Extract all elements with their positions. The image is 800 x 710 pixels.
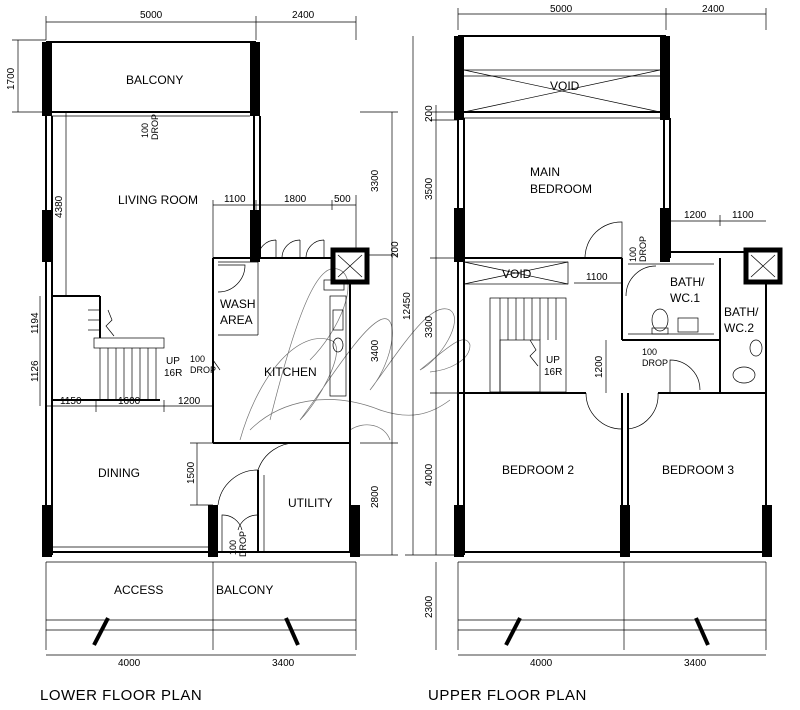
lower-stair-risers: 16R xyxy=(164,368,182,379)
upper-bath-1: BATH/ WC.1 100 DROP xyxy=(621,236,721,341)
living-room-label: LIVING ROOM xyxy=(118,193,198,207)
lower-dim-bottom-right: 3400 xyxy=(272,658,295,669)
upper-void-mid: VOID UP 16R xyxy=(463,261,569,393)
upper-void-top-label: VOID xyxy=(550,79,580,93)
upper-drop-100-bath1: 100 xyxy=(628,247,638,262)
upper-dim-200: 200 xyxy=(424,105,435,122)
lower-kitchen: WASH AREA KITCHEN xyxy=(212,239,370,552)
upper-dim-top-left: 5000 xyxy=(550,4,573,15)
lower-dim-1126: 1126 xyxy=(30,360,41,382)
upper-dim-bottom-right: 3400 xyxy=(684,658,707,669)
upper-bedrooms: BEDROOM 2 BEDROOM 3 xyxy=(458,392,766,552)
upper-drop-label-bath1: DROP xyxy=(638,236,648,262)
lower-drop-label-entry: DROP xyxy=(238,531,248,557)
bath2-label-1: BATH/ xyxy=(724,305,759,319)
upper-dim-1100: 1100 xyxy=(732,210,754,221)
lower-right-dimension: 3300 200 3400 2800 xyxy=(360,111,401,556)
upper-dim-3300: 3300 xyxy=(424,315,435,338)
lower-dim-top-left: 5000 xyxy=(140,10,163,21)
lower-drop-100-kitchen: 100 xyxy=(190,354,205,364)
upper-dim-1100b: 1100 xyxy=(586,272,608,283)
upper-dim-2300: 2300 xyxy=(424,595,435,618)
bath1-label-2: WC.1 xyxy=(670,291,700,305)
kitchen-label: KITCHEN xyxy=(264,365,317,379)
lower-top-dimension: 5000 2400 xyxy=(45,10,357,40)
upper-drop-100-bath2: 100 xyxy=(642,347,657,357)
main-bedroom-label-1: MAIN xyxy=(530,165,560,179)
bath1-label-1: BATH/ xyxy=(670,275,705,289)
dining-label: DINING xyxy=(98,466,140,480)
wash-area-label-1: WASH xyxy=(220,297,256,311)
utility-label: UTILITY xyxy=(288,496,333,510)
upper-dim-top-right: 2400 xyxy=(702,4,725,15)
lower-drop-100-entry: 100 xyxy=(228,540,238,555)
lower-utility: UTILITY 100 DROP xyxy=(217,442,333,557)
bath2-label-2: WC.2 xyxy=(724,321,754,335)
upper-dim-12450: 12450 xyxy=(402,292,413,320)
upper-dim-1200: 1200 xyxy=(684,210,707,221)
lower-drop-label-kitchen: DROP xyxy=(190,365,216,375)
access-balcony-label: BALCONY xyxy=(216,583,273,597)
bedroom-2-label: BEDROOM 2 xyxy=(502,463,574,477)
bedroom-3-label: BEDROOM 3 xyxy=(662,463,734,477)
lower-drop-100-balcony: 100 xyxy=(140,123,150,138)
lower-dim-1700: 1700 xyxy=(6,67,17,90)
lower-balcony-label: BALCONY xyxy=(126,73,183,87)
lower-dim-1600: 1600 xyxy=(118,396,141,407)
lower-dim-1200: 1200 xyxy=(178,396,201,407)
upper-top-dimension: 5000 2400 xyxy=(457,4,767,30)
lower-floor-plan: 5000 2400 1700 4380 1194 1126 BALCONY 10… xyxy=(6,10,401,704)
lower-stair-up: UP xyxy=(166,356,180,367)
lower-drop-label-balcony: DROP xyxy=(150,114,160,140)
lower-balcony: BALCONY 100 DROP xyxy=(42,41,260,140)
lower-dim-1800: 1800 xyxy=(284,194,307,205)
upper-floor-title: UPPER FLOOR PLAN xyxy=(428,687,587,704)
lower-access-balcony: ACCESS BALCONY 4000 3400 xyxy=(45,561,357,669)
upper-floor-plan: 5000 2400 200 3500 3300 12450 4000 2300 xyxy=(402,4,783,704)
main-bedroom-label-2: BEDROOM xyxy=(530,182,592,196)
lower-dim-1100: 1100 xyxy=(224,194,246,205)
upper-outer-walls xyxy=(454,118,772,557)
upper-void-mid-label: VOID xyxy=(502,267,532,281)
lower-kitchen-top-dims: 1100 1800 500 xyxy=(212,194,357,260)
signature-watermark xyxy=(239,268,471,441)
lower-dim-2800: 2800 xyxy=(370,485,381,508)
upper-bath-2: BATH/ WC.2 100 DROP xyxy=(642,247,783,394)
lower-dim-3300: 3300 xyxy=(370,169,381,192)
lower-dim-top-right: 2400 xyxy=(292,10,315,21)
upper-bottom-ledge: 4000 3400 xyxy=(457,561,767,669)
upper-stair-up: UP xyxy=(546,355,560,366)
lower-dim-3400: 3400 xyxy=(370,339,381,362)
upper-bath-dims: 1200 1100 1100 1200 xyxy=(574,210,766,393)
lower-dim-1500: 1500 xyxy=(186,461,197,484)
lower-dining-dims: 1150 1600 1200 1500 xyxy=(46,396,214,506)
upper-left-dimension: 200 3500 3300 12450 4000 2300 xyxy=(402,36,458,650)
lower-dim-200: 200 xyxy=(390,241,401,258)
lower-dim-bottom-left: 4000 xyxy=(118,658,141,669)
upper-dim-1200v: 1200 xyxy=(594,355,605,378)
upper-void-top: VOID xyxy=(454,35,670,120)
upper-stair-risers: 16R xyxy=(544,367,562,378)
lower-floor-title: LOWER FLOOR PLAN xyxy=(40,687,202,704)
upper-dim-bottom-left: 4000 xyxy=(530,658,553,669)
upper-dim-3500: 3500 xyxy=(424,177,435,200)
wash-area-label-2: AREA xyxy=(220,313,253,327)
lower-dim-1150: 1150 xyxy=(60,396,82,407)
access-label: ACCESS xyxy=(114,583,163,597)
lower-outer-walls xyxy=(42,116,360,557)
lower-dim-4380: 4380 xyxy=(54,195,65,218)
upper-dim-4000: 4000 xyxy=(424,463,435,486)
lower-staircase: UP 16R 100 DROP xyxy=(52,295,221,401)
upper-drop-label-bath2: DROP xyxy=(642,358,668,368)
lower-dim-500: 500 xyxy=(334,194,351,205)
lower-dim-1194: 1194 xyxy=(30,312,41,334)
lower-left-dimension: 1700 4380 1194 1126 xyxy=(6,39,67,406)
